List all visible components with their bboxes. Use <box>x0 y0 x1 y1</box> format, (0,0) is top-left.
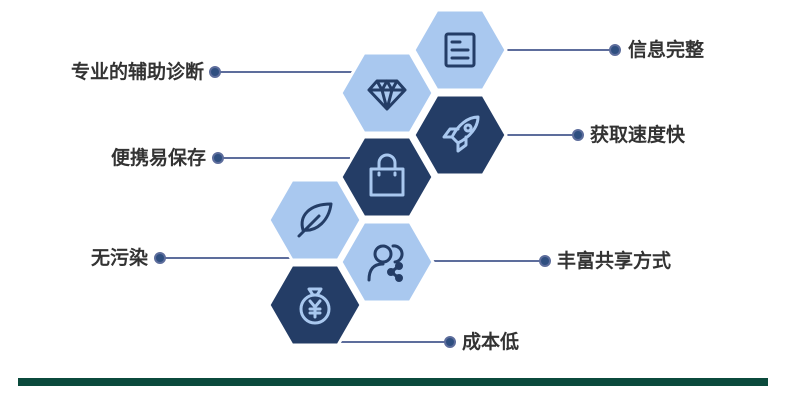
connector-dot <box>609 44 621 56</box>
hexagon-1 <box>339 51 435 135</box>
footer-bar <box>18 378 768 386</box>
diamond-icon <box>367 79 407 111</box>
connector-dot <box>154 252 166 264</box>
hexagon-3 <box>339 135 435 219</box>
label-professional-diagnosis: 专业的辅助诊断 <box>70 61 204 83</box>
connector-dot <box>572 129 584 141</box>
connector-dot <box>444 336 456 348</box>
share-users-icon <box>367 244 404 282</box>
bag-icon <box>369 153 405 197</box>
hexagon-2 <box>412 93 508 177</box>
label-fast-access: 获取速度快 <box>590 124 686 146</box>
label-low-cost: 成本低 <box>462 331 520 353</box>
rocket-icon <box>442 115 480 153</box>
connector-dot <box>212 152 224 164</box>
label-portable-storage: 便携易保存 <box>110 147 206 169</box>
leaf-icon <box>297 202 333 238</box>
money-bag-icon <box>299 287 331 325</box>
label-info-complete: 信息完整 <box>628 39 705 61</box>
connector-dot <box>539 255 551 267</box>
label-rich-sharing: 丰富共享方式 <box>557 250 672 272</box>
document-icon <box>444 32 476 68</box>
connector-dot <box>209 66 221 78</box>
label-no-pollution: 无污染 <box>90 247 148 269</box>
